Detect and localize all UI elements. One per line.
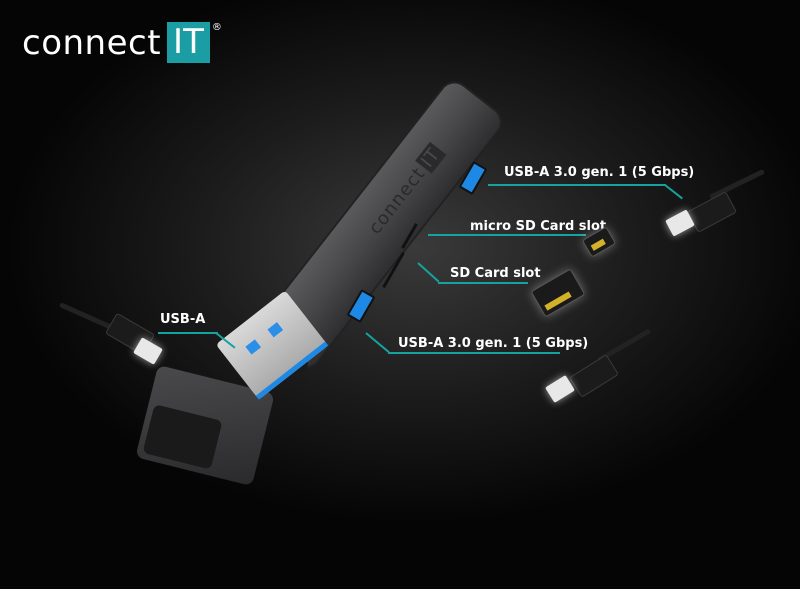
callout-line-usb-bottom bbox=[388, 352, 560, 354]
label-usb-a-input: USB-A bbox=[160, 312, 206, 327]
callout-line-micro-sd bbox=[428, 234, 586, 236]
hub-engraving: connectIT bbox=[364, 141, 447, 239]
label-usb-port-bottom: USB-A 3.0 gen. 1 (5 Gbps) bbox=[398, 336, 589, 351]
connector-head bbox=[568, 354, 620, 398]
callout-line-sd-diag bbox=[417, 262, 440, 283]
label-usb-port-top: USB-A 3.0 gen. 1 (5 Gbps) bbox=[504, 165, 695, 180]
callout-line-usb-top bbox=[488, 184, 666, 186]
plug-blue-stripe bbox=[255, 341, 329, 400]
plug-contact bbox=[267, 322, 284, 338]
label-micro-sd: micro SD Card slot bbox=[470, 219, 607, 234]
brand-word: connect bbox=[22, 22, 162, 63]
label-sd: SD Card slot bbox=[450, 266, 541, 281]
callout-line-usb-top-diag bbox=[664, 184, 683, 200]
brand-logo: connect IT ® bbox=[22, 22, 222, 63]
connector-head bbox=[686, 191, 738, 233]
cap-opening bbox=[142, 404, 223, 470]
registered-mark: ® bbox=[211, 22, 222, 33]
callout-line-sd bbox=[438, 282, 528, 284]
brand-box: IT bbox=[167, 22, 210, 63]
callout-line-usb-bottom-diag bbox=[365, 332, 390, 354]
plug-contact bbox=[245, 339, 262, 355]
hub-engraving-word: connect bbox=[364, 163, 430, 239]
callout-line-usb-a bbox=[158, 332, 218, 334]
